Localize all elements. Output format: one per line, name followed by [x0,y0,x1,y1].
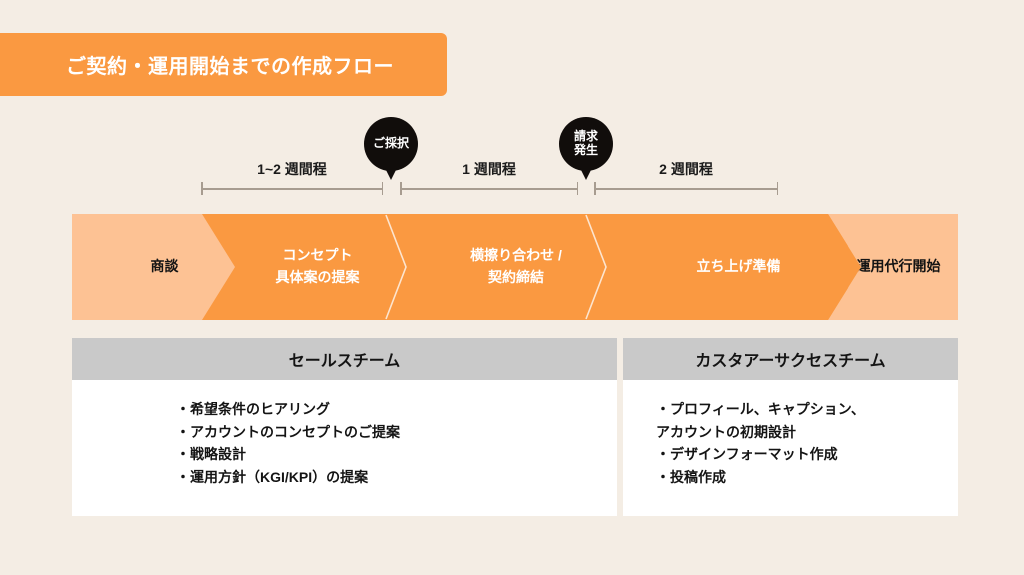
timeline-marker-adoption[interactable]: ご採択 [364,117,418,180]
timeline-bar-cap-right [576,182,578,195]
panel-body: ・希望条件のヒアリング ・アカウントのコンセプトのご提案 ・戦略設計 ・運用方針… [72,380,617,516]
list-item: ・希望条件のヒアリング [176,401,330,417]
flow-step-2[interactable]: コンセプト 具体案の提案 [202,214,405,320]
panel-item-list: ・プロフィール、キャプション、 アカウントの初期設計 ・デザインフォーマット作成… [656,398,958,489]
timeline-marker-label: ご採択 [372,136,409,151]
timeline-bar-cap-right [776,182,778,195]
list-item: ・アカウントのコンセプトのご提案 [176,423,400,440]
panel-customer-success-team: カスタアーサクセスチーム ・プロフィール、キャプション、 アカウントの初期設計 … [623,338,958,516]
title-banner: ご契約・運用開始までの作成フロー [0,33,447,96]
panel-item-list: ・希望条件のヒアリング ・アカウントのコンセプトのご提案 ・戦略設計 ・運用方針… [176,398,617,489]
timeline-segment-label-2: 1 週間程 [462,161,516,177]
timeline-segment-label-3: 2 週間程 [659,161,713,177]
panel-title: カスタアーサクセスチーム [695,353,886,370]
timeline-bar-cap-left [201,182,203,195]
timeline-bar-cap-left [594,182,596,195]
timeline-bar-1 [201,182,383,195]
list-item: ・プロフィール、キャプション、 アカウントの初期設計 [656,401,865,440]
panel-title: セールスチーム [288,353,401,370]
flow-step-4[interactable]: 立ち上げ準備 [605,214,848,320]
list-item: ・投稿作成 [656,469,726,486]
panel-body: ・プロフィール、キャプション、 アカウントの初期設計 ・デザインフォーマット作成… [623,380,958,516]
panel-header: セールスチーム [72,338,617,380]
timeline-bar-cap-right [381,182,383,195]
timeline-marker-billing[interactable]: 請求 発生 [559,117,613,180]
list-item: ・戦略設計 [176,446,246,463]
timeline-bar-2 [400,182,578,195]
flow-step-label: 横擦り合わせ / 契約締結 [470,247,562,285]
timeline-segment-label-1: 1~2 週間程 [257,161,327,177]
panel-sales-team: セールスチーム ・希望条件のヒアリング ・アカウントのコンセプトのご提案 ・戦略… [72,338,617,516]
pin-tail-icon [385,168,397,180]
timeline-bar-line [400,188,578,190]
list-item: ・デザインフォーマット作成 [656,446,838,463]
timeline-bar-3 [594,182,778,195]
timeline-bar-cap-left [400,182,402,195]
pin-tail-icon [580,168,592,180]
timeline-bar-line [594,188,778,190]
flow-step-label: 運用代行開始 [856,258,941,275]
list-item: ・運用方針（KGI/KPI）の提案 [176,469,369,486]
timeline-marker-label: 請求 発生 [573,129,598,157]
flow-step-label: 商談 [150,258,179,275]
flow-step-label: 立ち上げ準備 [696,258,781,275]
process-flow-bar: 商談 コンセプト 具体案の提案 横擦り合わせ / 契約締結 立ち上げ準備 運用代… [72,214,958,320]
flow-step-3[interactable]: 横擦り合わせ / 契約締結 [405,214,605,320]
timeline-bar-line [201,188,383,190]
page-title: ご契約・運用開始までの作成フロー [66,56,394,78]
panel-header: カスタアーサクセスチーム [623,338,958,380]
flow-step-label: コンセプト 具体案の提案 [275,247,360,285]
